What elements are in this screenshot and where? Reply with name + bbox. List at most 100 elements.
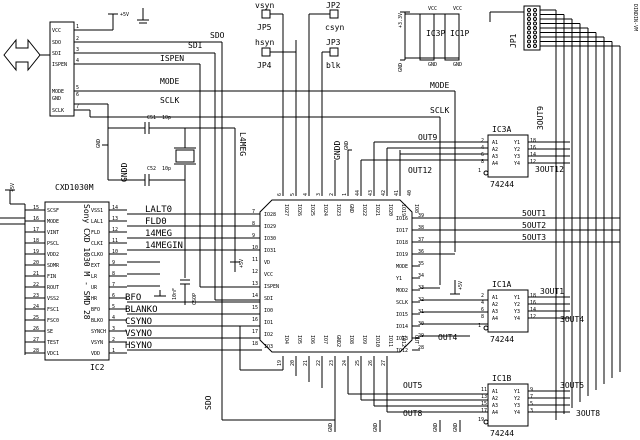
ic2-pin-label: VSS1 bbox=[91, 208, 103, 214]
cpld-pin-number: 28 bbox=[418, 345, 424, 351]
connector-pin-number: 4 bbox=[76, 58, 79, 64]
cpld-pin-number: 18 bbox=[252, 341, 258, 347]
ic2-ref: IC2 bbox=[90, 363, 105, 372]
buffer-pin-number: 8 bbox=[481, 314, 484, 320]
svg-text:GND: GND bbox=[328, 423, 334, 432]
buffer-pin-number: 7 bbox=[530, 394, 533, 400]
jp1-label: DINDIN-VM bbox=[632, 4, 638, 31]
net-bfo: BFO bbox=[125, 293, 141, 303]
cpld-pin-number: 10 bbox=[252, 245, 258, 251]
jp2-ref: JP2 bbox=[326, 1, 341, 10]
cpld-pin-label: VD bbox=[264, 260, 270, 266]
vcc-symbol-ic2: +5V bbox=[5, 183, 16, 204]
ic2-pin-number: 27 bbox=[33, 337, 39, 343]
cpld-pin-label: GND bbox=[348, 204, 354, 213]
cpld-pin-label: IO16 bbox=[396, 216, 408, 222]
buffer-pin-number: 14 bbox=[530, 307, 536, 313]
ic2-pin-label: ROUT bbox=[47, 285, 59, 291]
cpld-pin-number: 44 bbox=[355, 190, 361, 196]
net-3out9: 3OUT9 bbox=[536, 106, 545, 130]
ic2-pin-label: FSC0 bbox=[47, 318, 59, 324]
power-block bbox=[400, 11, 460, 61]
vcc-symbol-cpld: +5V bbox=[230, 245, 245, 272]
cpld-pin-number: 3 bbox=[316, 193, 322, 196]
buffer-pin-label: Y2 bbox=[514, 396, 520, 402]
buffer-pin-label: Y1 bbox=[514, 140, 520, 146]
cpld-pin-label: IO19 bbox=[400, 204, 406, 216]
cpld-pin-number: 4 bbox=[303, 193, 309, 196]
ic2-pin-label: CLKI bbox=[91, 241, 103, 247]
cpld-pin-label: IO26 bbox=[296, 204, 302, 216]
buffer-pin-number: 4 bbox=[481, 300, 484, 306]
cpld-pin-label: ISPEN bbox=[264, 284, 279, 290]
buffer-pin-label: Y3 bbox=[514, 403, 520, 409]
cpld-pin-number: 21 bbox=[303, 360, 309, 366]
connector-pin-number: 7 bbox=[76, 104, 79, 110]
jp2-label: csyn bbox=[325, 23, 344, 32]
buffer-pin-number: 18 bbox=[530, 293, 536, 299]
cpld-pin-label: Y1 bbox=[396, 276, 402, 282]
net-sdo: SDO bbox=[210, 31, 225, 40]
ic2-pin-label: HR bbox=[91, 296, 98, 302]
ic2-pin-number: 7 bbox=[112, 282, 115, 288]
ic2-pin-number: 26 bbox=[33, 326, 39, 332]
ic2-pin-label: UR bbox=[91, 285, 98, 291]
connector-pin-label: VCC bbox=[52, 28, 61, 34]
cpld-pin-label: IO21 bbox=[374, 204, 380, 216]
connector-pin-number: 5 bbox=[76, 85, 79, 91]
bus-arrow-icon bbox=[3, 38, 41, 72]
cap-cs2: C52 bbox=[147, 166, 156, 172]
cpld-pin-label: GND2 bbox=[335, 335, 341, 347]
ic2-pin-label: SCSF bbox=[47, 208, 59, 214]
cap-v2: 10p bbox=[162, 166, 171, 172]
cpld-pin-number: 11 bbox=[252, 257, 258, 263]
cpld-pin-number: 14 bbox=[252, 293, 258, 299]
buffer-pin-label: A3 bbox=[492, 403, 498, 409]
buffer-pin-label: Y3 bbox=[514, 309, 520, 315]
cpld-pin-number: 40 bbox=[407, 190, 413, 196]
connector-pin-label: SDO bbox=[52, 40, 61, 46]
ic1a-chip bbox=[487, 289, 529, 333]
cpld-pin-number: 25 bbox=[355, 360, 361, 366]
svg-text:GND: GND bbox=[373, 423, 379, 432]
connector-pin-label: ISPEN bbox=[52, 62, 67, 68]
net-l4meg: L4MEG bbox=[238, 132, 247, 156]
gnd-symbol-cpld-top: GND bbox=[344, 141, 352, 151]
ic2-pin-label: BFO bbox=[91, 307, 100, 313]
connector-pin-label: SDI bbox=[52, 51, 61, 57]
net-out5: OUT5 bbox=[403, 381, 422, 390]
cpld-pin-number: 20 bbox=[290, 360, 296, 366]
cpld-pin-label: VCC bbox=[264, 272, 273, 278]
svg-text:VCC: VCC bbox=[453, 6, 462, 12]
jp4-ref: JP4 bbox=[257, 61, 272, 70]
net-3out1: 3OUT1 bbox=[540, 287, 564, 296]
net-lalt0: LALT0 bbox=[145, 205, 172, 215]
ic2-chip bbox=[44, 201, 110, 361]
buffer-pin-label: Y4 bbox=[514, 161, 520, 167]
buffer-pin-number: 15 bbox=[481, 401, 487, 407]
net-gndd-cpld: GNDD bbox=[333, 141, 342, 160]
net-blanko: BLANKO bbox=[125, 305, 158, 315]
jumper-jp5 bbox=[261, 9, 284, 19]
cpld-pin-label: IO14 bbox=[396, 324, 408, 330]
cpld-pin-label: IO0 bbox=[264, 308, 273, 314]
svg-text:GND: GND bbox=[344, 141, 350, 150]
cpld-pin-label: IO6 bbox=[309, 335, 315, 344]
svg-text:GND: GND bbox=[453, 423, 459, 432]
cpld-pin-number: 39 bbox=[418, 213, 424, 219]
ic2-pin-number: 23 bbox=[33, 293, 39, 299]
cpld-pin-label: IO1 bbox=[264, 320, 273, 326]
buffer-pin-number: 12 bbox=[530, 159, 536, 165]
cap-10nf: 10nF bbox=[172, 288, 178, 300]
cpld-pin-number: 27 bbox=[381, 360, 387, 366]
buffer-pin-label: Y1 bbox=[514, 389, 520, 395]
ic2-pin-number: 11 bbox=[112, 238, 118, 244]
net-hsyno: HSYNO bbox=[125, 341, 152, 351]
cpld-pin-label: IO10 bbox=[374, 335, 380, 347]
cpld-pin-number: 13 bbox=[252, 281, 258, 287]
ic2-pin-number: 15 bbox=[33, 205, 39, 211]
jp4-label: hsyn bbox=[255, 38, 274, 47]
net-5out2: 5OUT2 bbox=[522, 221, 546, 230]
ic2-pin-label: LR bbox=[91, 274, 98, 280]
ic2-pin-number: 12 bbox=[112, 227, 118, 233]
